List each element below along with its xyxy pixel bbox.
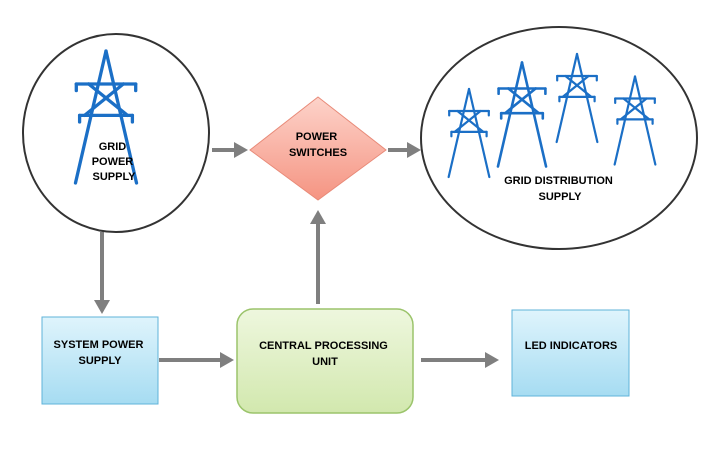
- arrow-system-power-to-cpu: [159, 352, 234, 368]
- arrow-switches-to-distribution: [388, 142, 421, 158]
- arrow-cpu-to-switches: [310, 210, 326, 304]
- led-indicators-label: LED INDICATORS: [525, 340, 618, 352]
- grid-power-supply-line-1: GRID: [99, 141, 127, 153]
- central-processing-unit-node: CENTRAL PROCESSING UNIT: [236, 308, 414, 414]
- power-switches-label: POWER SWITCHES: [289, 131, 347, 159]
- grid-distribution-supply-ellipse: [420, 26, 698, 250]
- grid-power-supply-node: GRID POWER SUPPLY: [22, 33, 210, 233]
- system-power-supply-box: [41, 316, 159, 405]
- arrow-grid-to-system-power: [94, 232, 110, 314]
- led-indicators-box: [511, 309, 630, 397]
- system-power-supply-node: SYSTEM POWER SUPPLY: [41, 316, 159, 405]
- system-power-supply-label: SYSTEM POWER SUPPLY: [54, 339, 147, 367]
- central-processing-unit-box: [236, 308, 414, 414]
- power-switches-node: POWER SWITCHES: [249, 96, 387, 201]
- grid-power-supply-line-3: SUPPLY: [92, 171, 136, 183]
- grid-distribution-supply-label: GRID DISTRIBUTION SUPPLY: [504, 175, 616, 203]
- connector-arrows: [94, 142, 499, 368]
- grid-distribution-supply-node: GRID DISTRIBUTION SUPPLY: [420, 26, 698, 250]
- grid-power-supply-circle: [22, 33, 210, 233]
- system-power-supply-line-1: SYSTEM POWER: [54, 339, 144, 351]
- grid-distribution-supply-line-2: SUPPLY: [538, 191, 582, 203]
- grid-distribution-supply-line-1: GRID DISTRIBUTION: [504, 175, 613, 187]
- led-indicators-line-1: LED INDICATORS: [525, 340, 618, 352]
- power-switches-diamond: [249, 96, 387, 201]
- led-indicators-node: LED INDICATORS: [511, 309, 630, 397]
- grid-power-supply-line-2: POWER: [92, 156, 134, 168]
- system-power-supply-line-2: SUPPLY: [78, 355, 122, 367]
- power-switches-line-2: SWITCHES: [289, 147, 347, 159]
- arrow-grid-to-switches: [212, 142, 248, 158]
- arrow-cpu-to-led: [421, 352, 499, 368]
- central-processing-unit-label: CENTRAL PROCESSING UNIT: [259, 340, 391, 368]
- grid-power-supply-label: GRID POWER SUPPLY: [92, 141, 137, 183]
- central-processing-unit-line-2: UNIT: [312, 356, 338, 368]
- central-processing-unit-line-1: CENTRAL PROCESSING: [259, 340, 388, 352]
- power-switches-line-1: POWER: [296, 131, 338, 143]
